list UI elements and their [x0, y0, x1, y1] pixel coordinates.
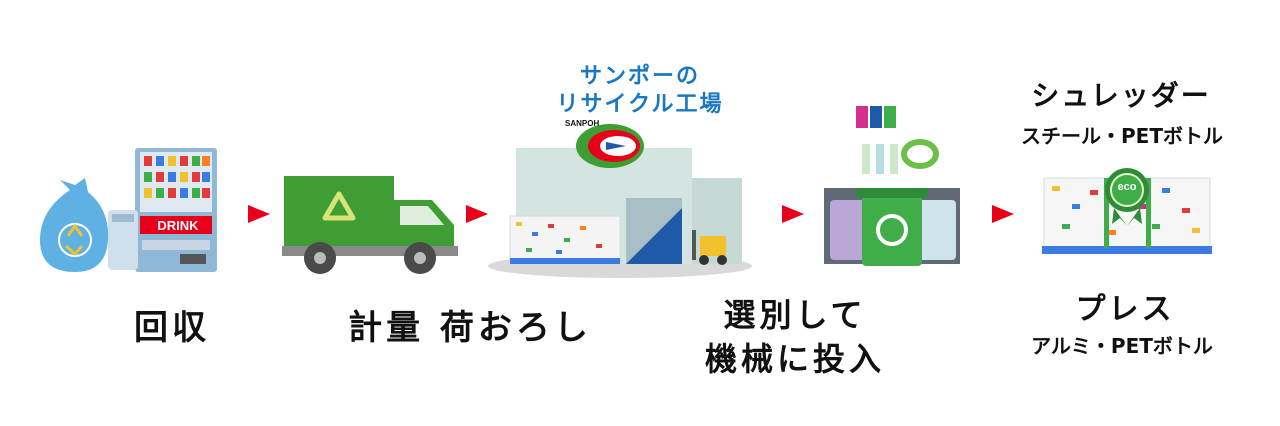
- forklift-icon: [692, 230, 727, 265]
- press-subtitle: アルミ・PETボトル: [1031, 334, 1213, 358]
- drink-label: DRINK: [157, 218, 199, 233]
- flow-arrow-3: [782, 205, 804, 223]
- collection-illustration: [40, 148, 217, 272]
- shredder-subtitle: スチール・PETボトル: [1021, 124, 1223, 148]
- flow-arrow-1: [248, 205, 270, 223]
- step-collect-label: 回収: [134, 308, 210, 348]
- bales-illustration: [1042, 168, 1212, 254]
- flow-arrow-2: [466, 205, 488, 223]
- sanpoh-logo-icon: [576, 124, 644, 168]
- step-sort-line2: 機械に投入: [704, 340, 885, 378]
- recycle-box: [108, 210, 138, 270]
- shredder-title: シュレッダー: [1031, 79, 1211, 112]
- sorting-illustration: [824, 106, 960, 266]
- logo-text: SANPOH: [565, 119, 600, 128]
- step-weigh-unload-label: 計量 荷おろし: [348, 308, 592, 348]
- press-title: プレス: [1075, 292, 1175, 327]
- recycle-icon: [876, 214, 908, 246]
- factory-title-line2: リサイクル工場: [556, 92, 724, 117]
- step-sort-line1: 選別して: [723, 296, 867, 334]
- factory-illustration: [488, 124, 752, 278]
- factory-title-line1: サンポーの: [579, 64, 700, 89]
- recycle-icon: [322, 191, 356, 221]
- truck-illustration: [282, 176, 458, 274]
- trash-bag: [40, 178, 109, 272]
- vending-machine: [135, 148, 217, 272]
- flow-arrow-4: [992, 205, 1014, 223]
- eco-badge-label: eco: [1117, 181, 1137, 193]
